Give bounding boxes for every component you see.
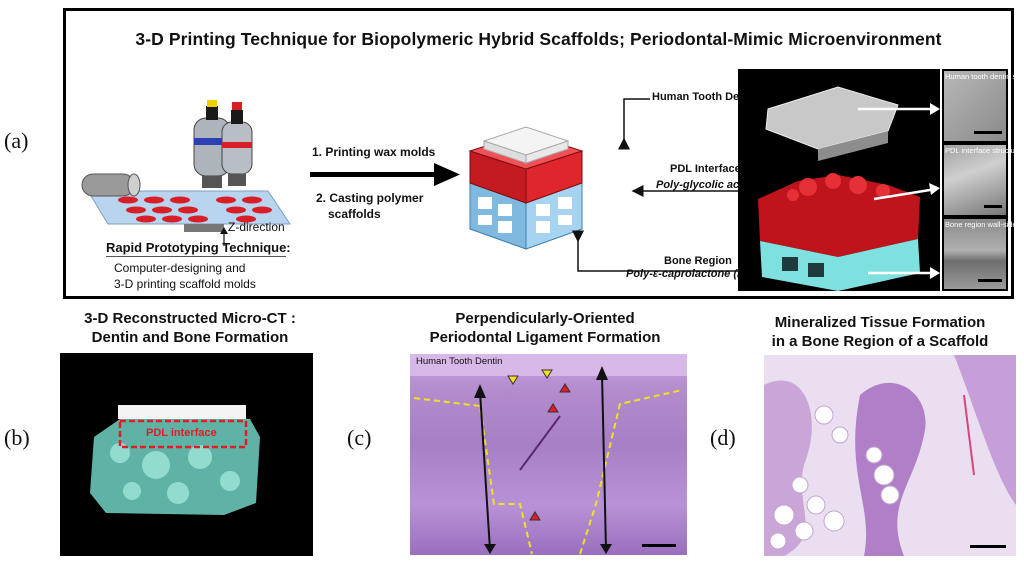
sem-image-dentin: Human tooth dentin slice xyxy=(944,71,1024,141)
bone-region-label: Bone Region xyxy=(664,255,732,267)
panel-a-title: 3-D Printing Technique for Biopolymeric … xyxy=(135,29,942,49)
histology-image-d xyxy=(764,355,1016,556)
z-direction-label: Z-direction xyxy=(228,220,285,234)
panel-a-frame: 3-D Printing Technique for Biopolymeric … xyxy=(63,8,1024,299)
big-process-arrow xyxy=(310,163,460,186)
panel-c-heading-line-1: Perpendicularly-Oriented xyxy=(455,310,635,327)
micro-ct-pdl-label: PDL interface xyxy=(146,427,217,439)
hybrid-scaffold-illustration xyxy=(468,126,584,250)
sem-column: Human tooth dentin slice PDL interface s… xyxy=(942,69,1024,291)
rp-line-2: 3-D printing scaffold molds xyxy=(114,277,256,291)
panel-b-heading: 3-D Reconstructed Micro-CT : Dentin and … xyxy=(60,309,320,347)
human-tooth-dentin-label: Human Tooth Dentin xyxy=(416,356,503,367)
panel-d-heading-line-2: in a Bone Region of a Scaffold xyxy=(771,333,989,350)
histology-image-c: Human Tooth Dentin xyxy=(410,354,687,555)
panel-d-heading-line-1: Mineralized Tissue Formation xyxy=(774,314,986,331)
step-2-label-line-1: 2. Casting polymer xyxy=(316,191,424,205)
panel-letter-d: (d) xyxy=(710,425,736,450)
sem-label-dentin: Human tooth dentin slice xyxy=(945,72,1024,81)
micro-ct-render-a xyxy=(738,69,940,291)
panel-b-heading-line-2: Dentin and Bone Formation xyxy=(91,329,289,346)
printer-illustration xyxy=(81,100,291,246)
rapid-prototyping-title: Rapid Prototyping Technique: xyxy=(106,240,291,255)
rp-underline xyxy=(106,256,286,257)
panel-c-heading: Perpendicularly-Oriented Periodontal Lig… xyxy=(405,309,685,347)
panel-letter-a: (a) xyxy=(4,128,29,153)
panel-d-heading: Mineralized Tissue Formation in a Bone R… xyxy=(745,313,1015,351)
step-1-label: 1. Printing wax molds xyxy=(312,145,436,159)
rp-line-1: Computer-designing and xyxy=(114,261,246,275)
micro-ct-image-b: PDL interface xyxy=(60,353,313,556)
sem-image-pdl: PDL interface structure xyxy=(944,145,1021,215)
panel-b-heading-line-1: 3-D Reconstructed Micro-CT : xyxy=(84,310,296,327)
pcl-label: Poly-ε-caprolactone (PCL) xyxy=(626,268,763,280)
sem-image-bone: Bone region wall-side xyxy=(944,219,1017,289)
panel-letter-b: (b) xyxy=(4,425,30,450)
panel-c-heading-line-2: Periodontal Ligament Formation xyxy=(429,329,661,346)
pdl-interface-label: PDL Interface xyxy=(670,163,741,175)
sem-label-bone: Bone region wall-side xyxy=(945,220,1017,229)
step-2-label-line-2: scaffolds xyxy=(328,207,381,221)
panel-letter-c: (c) xyxy=(347,425,372,450)
sem-label-pdl: PDL interface structure xyxy=(945,146,1022,155)
